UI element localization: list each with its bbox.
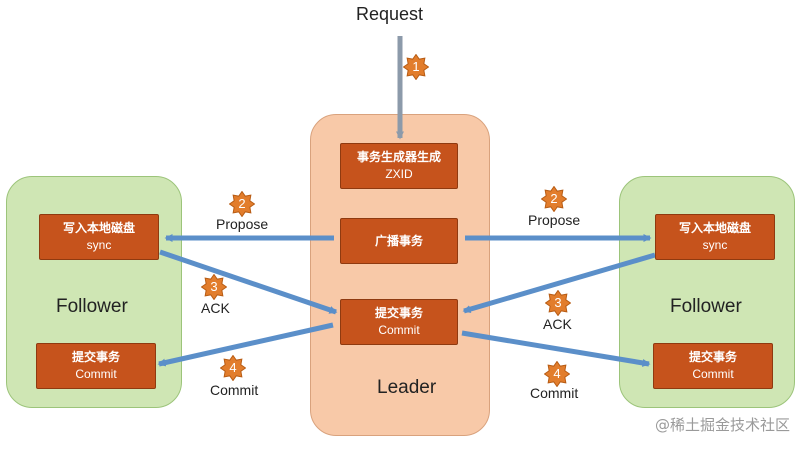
right-commit-sub: Commit [692, 367, 734, 381]
zxid-generator-title: 事务生成器生成 [356, 150, 441, 164]
right-write-disk-box: 写入本地磁盘 sync [655, 214, 775, 260]
right-commit-box: 提交事务 Commit [653, 343, 773, 389]
ack-right-label: ACK [543, 316, 572, 332]
watermark: @稀土掘金技术社区 [654, 416, 790, 434]
step-badge-propose-left: 2 [229, 191, 255, 217]
starburst-icon [403, 54, 429, 80]
step-badge-commit-left: 4 [220, 355, 246, 381]
step-badge-ack-left: 3 [201, 274, 227, 300]
starburst-icon [201, 274, 227, 300]
zxid-generator-box: 事务生成器生成 ZXID [340, 143, 458, 189]
request-label: Request [356, 4, 424, 24]
ack-left-label: ACK [201, 300, 230, 316]
propose-left-label: Propose [216, 216, 269, 232]
broadcast-box: 广播事务 [340, 218, 458, 264]
left-follower-title: Follower [56, 296, 128, 317]
step-badge-ack-right: 3 [545, 290, 571, 316]
right-write-disk-title: 写入本地磁盘 [678, 221, 751, 235]
step-number: 4 [553, 366, 561, 381]
step-number: 2 [550, 191, 558, 206]
left-commit-box: 提交事务 Commit [36, 343, 156, 389]
left-write-disk-box: 写入本地磁盘 sync [39, 214, 159, 260]
starburst-icon [544, 361, 570, 387]
broadcast-title: 广播事务 [374, 233, 423, 248]
left-commit-title: 提交事务 [71, 350, 120, 364]
starburst-icon [545, 290, 571, 316]
left-write-disk-sub: sync [86, 238, 112, 252]
left-write-disk-title: 写入本地磁盘 [62, 221, 135, 235]
step-number: 3 [554, 295, 562, 310]
starburst-icon [229, 191, 255, 217]
right-write-disk-sub: sync [702, 238, 728, 252]
commit-right-arrow [461, 330, 651, 367]
step-badge-propose-right: 2 [541, 186, 567, 212]
propose-right-label: Propose [528, 212, 581, 228]
left-commit-sub: Commit [75, 367, 117, 381]
step-number: 2 [238, 196, 246, 211]
leader-commit-sub: Commit [378, 323, 420, 337]
ack-right-arrow [462, 252, 656, 314]
right-follower-title: Follower [670, 296, 742, 317]
step-badge-commit-right: 4 [544, 361, 570, 387]
step-badge-request: 1 [403, 54, 429, 80]
step-number: 3 [210, 279, 218, 294]
ack-left-arrow [159, 249, 338, 315]
zxid-generator-sub: ZXID [385, 167, 413, 181]
leader-commit-box: 提交事务 Commit [340, 299, 458, 345]
right-commit-title: 提交事务 [688, 350, 737, 364]
starburst-icon [220, 355, 246, 381]
leader-commit-title: 提交事务 [374, 306, 423, 320]
commit-left-arrow [157, 322, 334, 367]
step-number: 1 [412, 59, 420, 74]
starburst-icon [541, 186, 567, 212]
step-number: 4 [229, 360, 237, 375]
commit-right-label: Commit [530, 385, 579, 401]
leader-title: Leader [377, 377, 437, 398]
commit-left-label: Commit [210, 382, 259, 398]
